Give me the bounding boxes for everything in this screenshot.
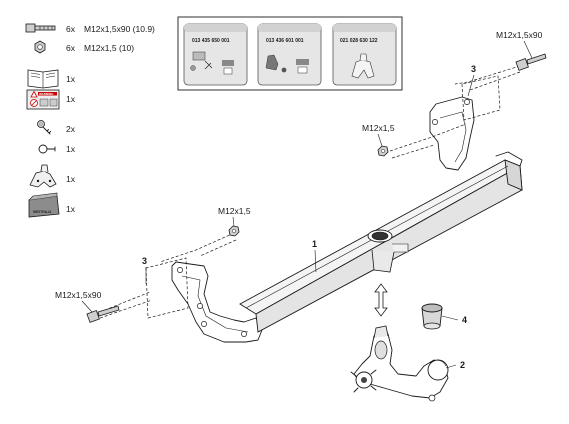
part-number-cap: 4 [462, 315, 467, 325]
socket-holder-icon [29, 164, 57, 188]
parts-qty-bolt: 6x [66, 24, 76, 34]
kit-card-3: 021 028 630 122 [332, 23, 397, 86]
parts-qty-socket-holder: 1x [66, 174, 76, 184]
cover-icon: WESTFALIA [28, 192, 60, 218]
parts-qty-manual: 1x [66, 74, 76, 84]
kit-card-1-code: 013 435 650 001 [192, 38, 230, 44]
kit-card-3-code: 021 028 630 122 [340, 38, 378, 44]
bolt-right [515, 53, 547, 71]
crossbar [239, 151, 523, 333]
callout-nut-left: M12x1,5 [218, 206, 251, 216]
ball-neck [350, 325, 449, 402]
nut-right [377, 145, 389, 157]
parts-desc-bolt: M12x1,5x90 (10.9) [84, 24, 155, 34]
manual-icon [27, 69, 59, 89]
nut-icon [34, 40, 46, 54]
kit-card-2-code: 013 436 601 001 [266, 38, 304, 44]
kit-card-2: 013 436 601 001 [257, 23, 322, 86]
parts-qty-key: 2x [66, 124, 76, 134]
part-number-crossbar: 1 [312, 239, 317, 249]
bolt-icon [25, 23, 56, 33]
parts-qty-warning: 1x [66, 94, 76, 104]
nut-left [228, 225, 240, 237]
left-mount-dashes [99, 232, 237, 319]
bracket-right [429, 96, 475, 171]
callouts: M12x1,5x90 M12x1,5 3 M12x1,5 1 3 M12x1,5… [55, 30, 543, 370]
warning-label-text: WARNING [39, 92, 54, 96]
parts-qty-cover: 1x [66, 204, 76, 214]
parts-qty-ring: 1x [66, 144, 76, 154]
warning-label-icon: WARNING [26, 89, 60, 110]
parts-list: 6x M12x1,5x90 (10.9) 6x M12x1,5 (10) 1x … [25, 23, 155, 218]
callout-bolt-right: M12x1,5x90 [496, 30, 543, 40]
cap [421, 303, 443, 330]
parts-desc-nut: M12x1,5 (10) [84, 43, 134, 53]
part-number-bracket-left: 3 [142, 256, 147, 266]
callout-nut-right: M12x1,5 [362, 123, 395, 133]
insertion-arrow [374, 283, 388, 317]
callout-bolt-left: M12x1,5x90 [55, 290, 102, 300]
ring-clip-icon [38, 144, 56, 154]
kit-card-1: 013 435 650 001 [183, 23, 248, 86]
cover-label-text: WESTFALIA [33, 210, 52, 214]
part-number-bracket-right: 3 [471, 64, 476, 74]
kit-cards-panel: 013 435 650 001 013 436 601 001 021 028 … [177, 16, 403, 91]
bolt-left [86, 305, 120, 323]
right-mount-dashes [389, 65, 521, 159]
part-number-ball-neck: 2 [460, 360, 465, 370]
key-icon [37, 120, 51, 135]
parts-qty-nut: 6x [66, 43, 76, 53]
